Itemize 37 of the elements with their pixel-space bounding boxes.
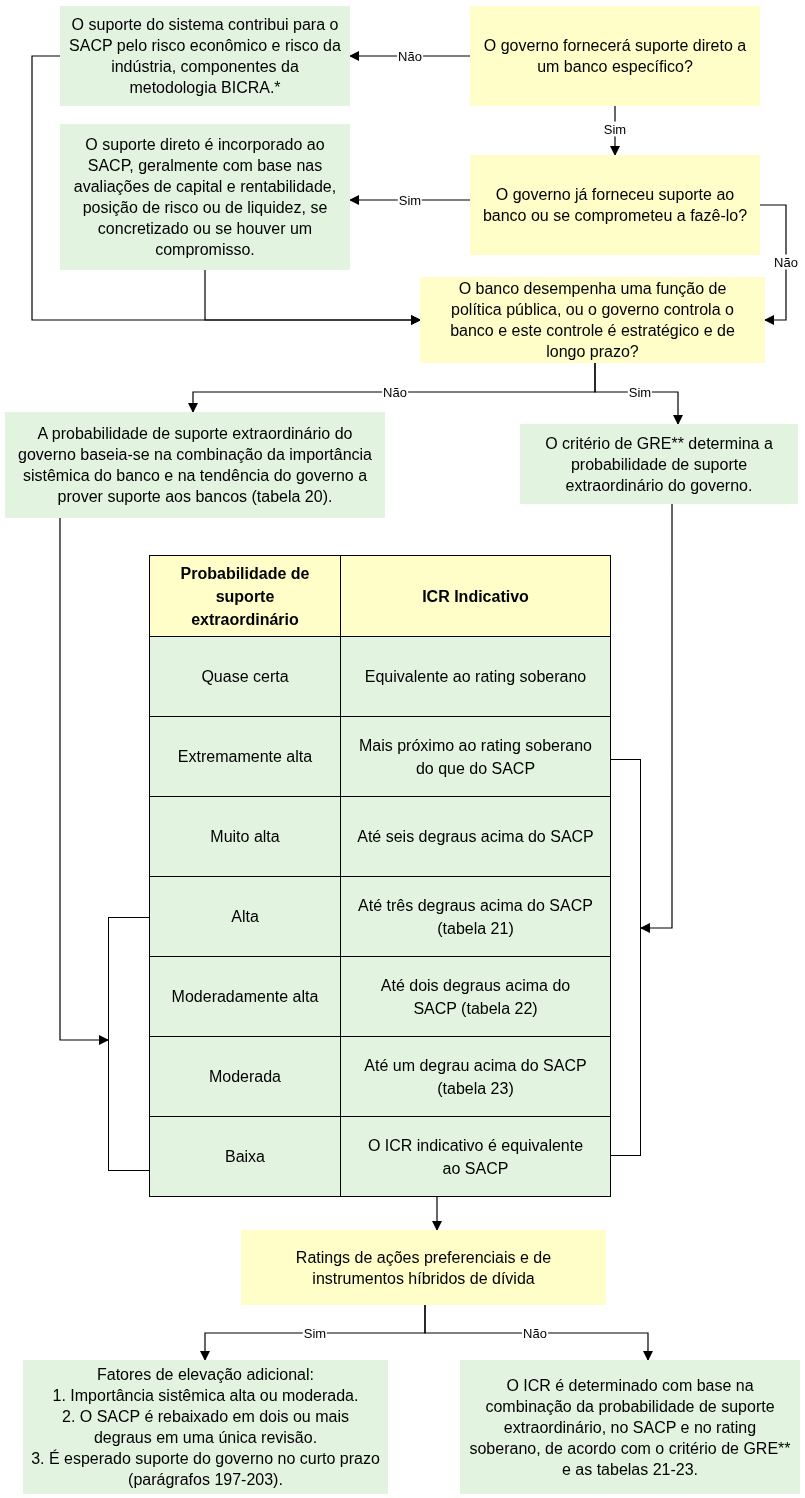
- bracket-line: [108, 917, 150, 1171]
- arrow: [59, 517, 109, 1045]
- process-box: Fatores de elevação adicional: 1. Importância sistêmica alta ou moderada. 2. O SACP é rebaixado em dois ou mais degraus em uma única revisão. 3. É esperado suporte do governo no curto prazo (parágrafos 197-203).: [23, 1360, 388, 1494]
- table-cell: Muito alta: [150, 796, 341, 876]
- table: [150, 556, 610, 1196]
- process-box: O suporte do sistema contribui para o SACP pelo risco econômico e risco da indústria, componentes da metodologia BICRA.*: [60, 6, 350, 106]
- process-box: O ICR é determinado com base na combinação da probabilidade de suporte extraordinário, no SACP e no rating soberano, de acordo com o critério de GRE** e as tabelas 21-23.: [460, 1360, 800, 1494]
- table-cell: Moderadamente alta: [150, 956, 341, 1036]
- decision-box: O governo já forneceu suporte ao banco ou se comprometeu a fazê-lo?: [470, 155, 760, 255]
- decision-box: O governo fornecerá suporte direto a um banco específico?: [470, 6, 760, 106]
- edge-label: Sim: [602, 121, 628, 137]
- process-box: O suporte direto é incorporado ao SACP, geralmente com base nas avaliações de capital e rentabilidade, posição de risco ou de liquidez, se concretizado ou se houver um compromisso.: [60, 124, 350, 270]
- table-cell: Mais próximo ao rating soberano do que do SACP: [341, 716, 610, 796]
- table-cell: Extremamente alta: [150, 716, 341, 796]
- table-header-cell: ICR Indicativo: [341, 556, 610, 636]
- bracket-line: [610, 759, 641, 1156]
- edge-label: Não: [773, 254, 799, 270]
- table-cell: Equivalente ao rating soberano: [341, 636, 610, 716]
- table-cell: Até seis degraus acima do SACP: [341, 796, 610, 876]
- table-header-cell: Probabilidade de suporte extraordinário: [150, 556, 341, 636]
- table-cell: Moderada: [150, 1036, 341, 1116]
- decision-box: O banco desempenha uma função de política pública, ou o governo controla o banco e este controle é estratégico e de longo prazo?: [420, 277, 765, 363]
- table-cell: Alta: [150, 876, 341, 956]
- table-cell: Quase certa: [150, 636, 341, 716]
- table-cell: Baixa: [150, 1116, 341, 1196]
- process-box: A probabilidade de suporte extraordinário do governo baseia-se na combinação da importância sistêmica do banco e na tendência do governo a prover suporte aos bancos (tabela 20).: [5, 412, 385, 518]
- process-box: O critério de GRE** determina a probabilidade de suporte extraordinário do governo.: [520, 424, 798, 504]
- table-cell: Até três degraus acima do SACP (tabela 21): [341, 876, 610, 956]
- arrow: [424, 1304, 653, 1361]
- arrow: [759, 204, 787, 325]
- arrow: [640, 503, 673, 933]
- arrow: [432, 1195, 442, 1231]
- arrow: [204, 269, 421, 325]
- table-cell: Até um degrau acima do SACP (tabela 23): [341, 1036, 610, 1116]
- decision-box: Ratings de ações preferenciais e de instrumentos híbridos de dívida: [241, 1230, 606, 1305]
- table-cell: O ICR indicativo é equivalente ao SACP: [341, 1116, 610, 1196]
- table-cell: Até dois degraus acima do SACP (tabela 22): [341, 956, 610, 1036]
